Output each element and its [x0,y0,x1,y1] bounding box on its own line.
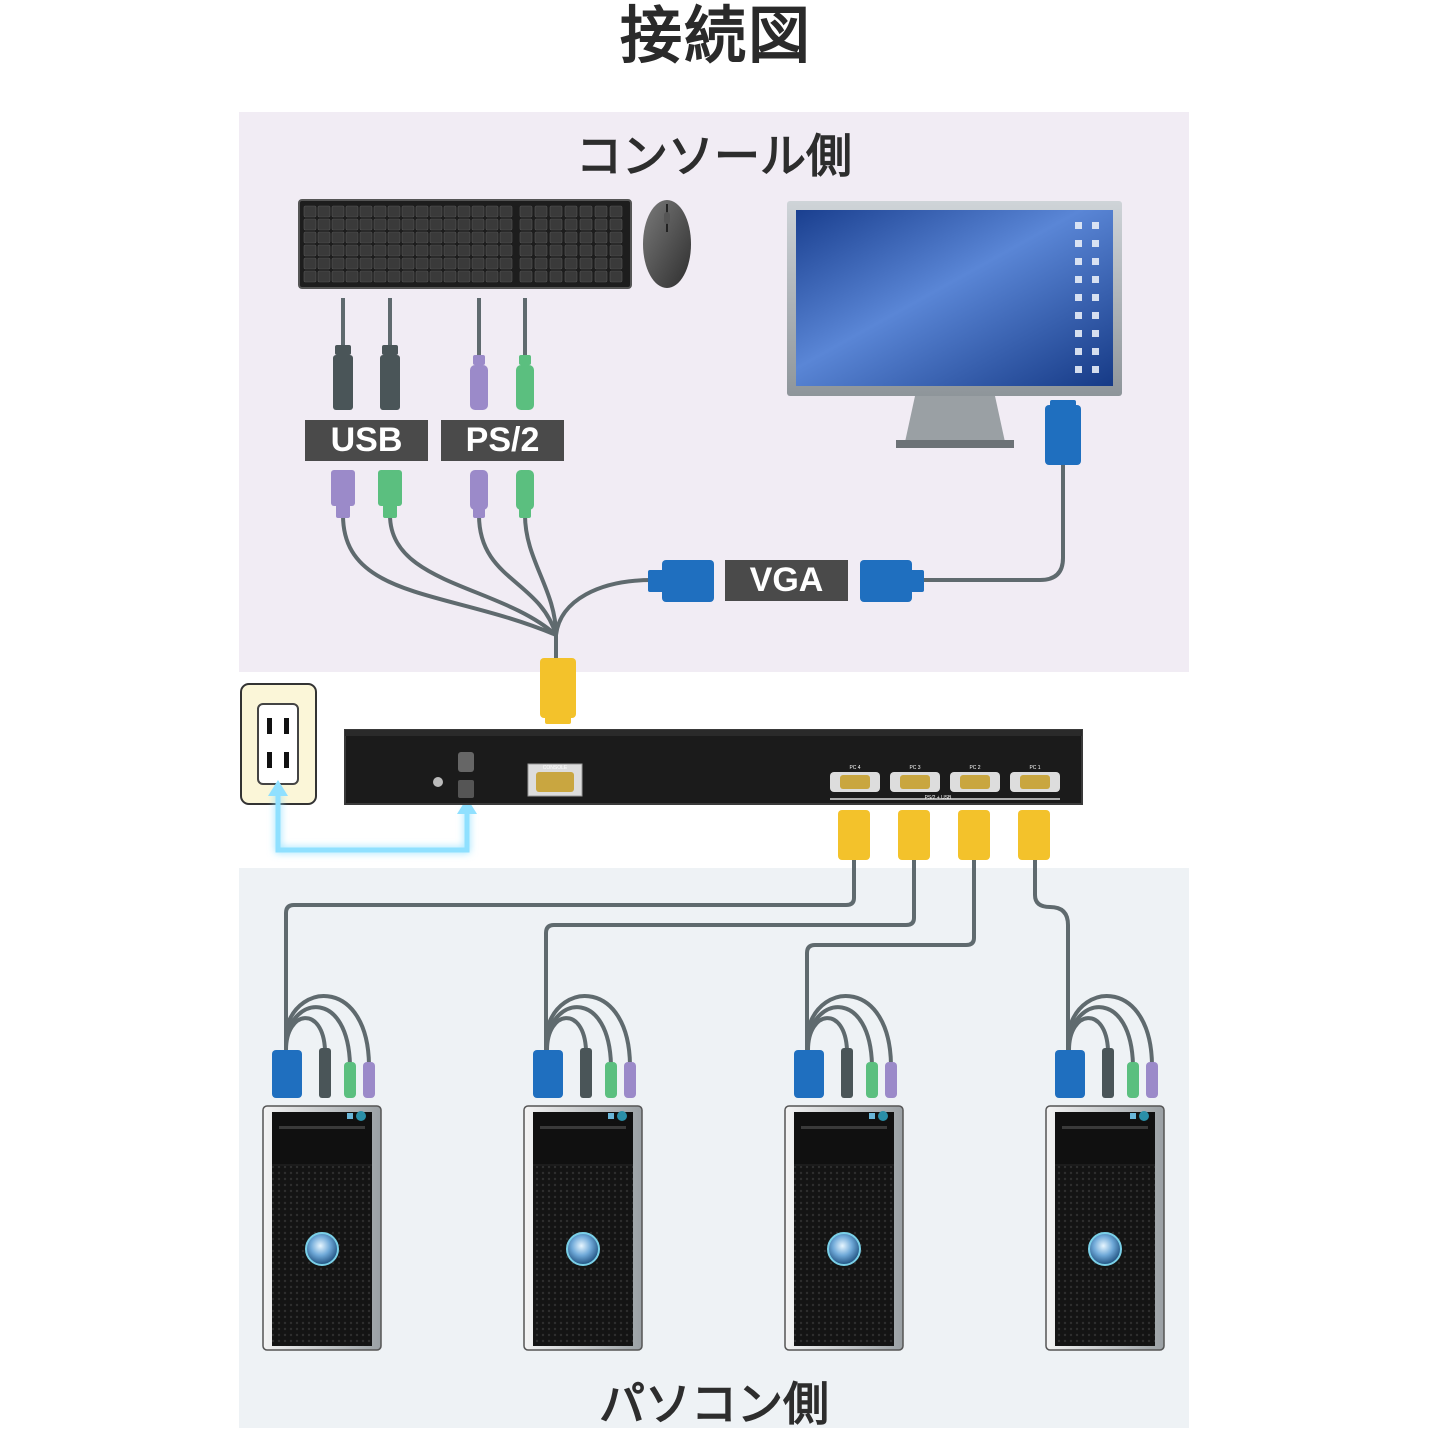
pc-tower-1 [262,994,382,1351]
pc-tower-3 [784,994,904,1351]
pc-port-label-3: PC 3 [909,765,920,771]
pc-side-panel [239,868,1189,1428]
console-cables [341,298,1065,662]
vga-connector-monitor [1045,400,1081,465]
wall-outlet-icon [240,683,317,805]
usb-connector-top-2 [380,345,400,410]
usb-connector-top-1 [333,345,353,410]
vga-connector-right [860,560,924,602]
pc-port-label-2: PC 2 [969,765,980,771]
kvm-console-connector [540,658,576,724]
ps2-connector-top-purple [470,355,488,410]
mouse-icon [643,200,691,288]
console-port-label: CONSOLE [543,765,568,771]
kvm-switch: CONSOLE PC 4 PC 3 PC 2 PC 1 PS/2 + USB [344,729,1083,805]
usb-label: USB [305,420,428,461]
kvm-pc-connectors [838,810,1050,860]
pc-port-label-1: PC 1 [1029,765,1040,771]
monitor-icon [787,201,1122,448]
kvm-bar-label: PS/2 + USB [925,795,952,801]
power-arrows [268,780,477,814]
pc-port-label-4: PC 4 [849,765,860,771]
page-title: 接続図 [619,0,812,72]
vga-label: VGA [725,560,848,601]
power-connection [275,790,470,853]
usb-connector-bottom-purple [331,470,355,518]
console-side-title: コンソール側 [576,129,852,183]
pc-tower-2 [523,994,643,1351]
pc-side-title: パソコン側 [599,1377,829,1431]
ps2-connector-bottom-green [516,470,534,518]
usb-connector-bottom-green [378,470,402,518]
ps2-connector-top-green [516,355,534,410]
ps2-connector-bottom-purple [470,470,488,518]
pc-cables [284,860,1070,1050]
vga-connector-left [648,560,714,602]
ps2-label: PS/2 [441,420,564,461]
keyboard-icon [298,199,632,289]
pc-tower-4 [1045,994,1165,1351]
